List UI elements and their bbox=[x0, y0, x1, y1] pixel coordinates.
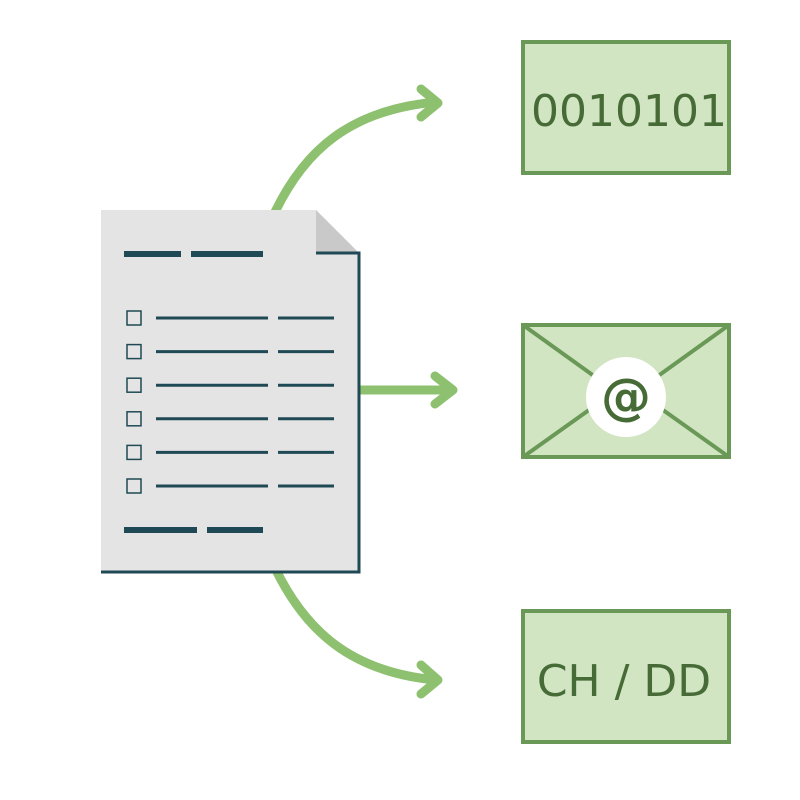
checkbox-icon bbox=[126, 377, 142, 393]
at-symbol-background bbox=[586, 357, 666, 437]
arrow-to-binary bbox=[270, 84, 443, 217]
checkbox-row bbox=[126, 377, 334, 393]
arrow-to-region bbox=[270, 563, 443, 699]
checkbox-icon bbox=[126, 478, 142, 494]
arrows bbox=[270, 84, 458, 699]
checkbox-row bbox=[126, 444, 334, 461]
checkbox-icon bbox=[126, 444, 142, 461]
checkbox-row bbox=[126, 310, 334, 326]
document-icon bbox=[101, 210, 361, 574]
checkbox-row bbox=[126, 411, 334, 427]
checkbox-list bbox=[126, 310, 334, 494]
checkbox-icon bbox=[126, 310, 142, 326]
checkbox-icon bbox=[126, 343, 142, 360]
checkbox-row bbox=[126, 343, 334, 360]
checkbox-row bbox=[126, 478, 334, 494]
region-box: CH / DD bbox=[521, 609, 731, 744]
binary-box: 0010101 bbox=[521, 40, 731, 175]
region-label: CH / DD bbox=[537, 656, 711, 707]
arrow-to-email bbox=[351, 371, 458, 409]
at-icon: @ bbox=[601, 368, 651, 426]
binary-label: 0010101 bbox=[531, 86, 727, 137]
envelope-icon: @ bbox=[521, 323, 731, 459]
checkbox-icon bbox=[126, 411, 142, 427]
